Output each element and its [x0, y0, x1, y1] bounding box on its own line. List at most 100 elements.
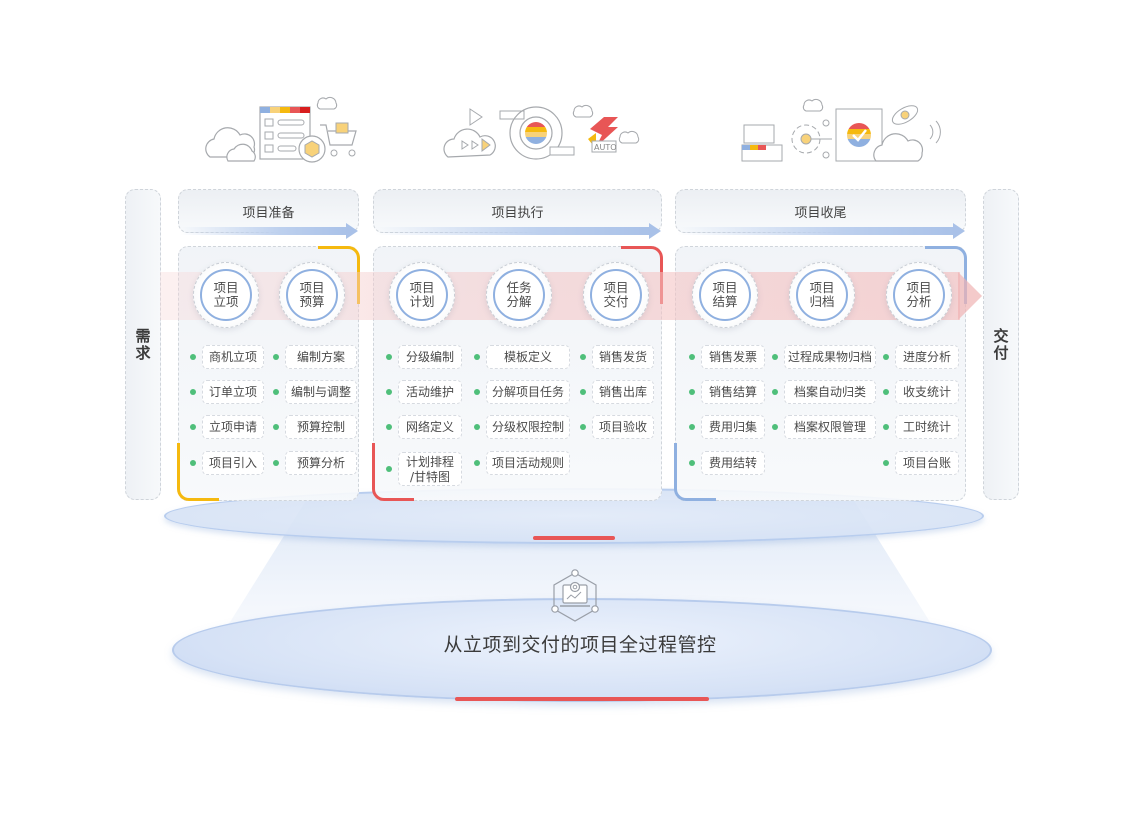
accent-corner [674, 443, 716, 501]
bullet-dot [689, 389, 695, 395]
bullet-dot [580, 424, 586, 430]
bullet-dot [689, 354, 695, 360]
feature-chip[interactable]: 项目引入 [190, 451, 264, 475]
feature-chip[interactable]: 活动维护 [386, 380, 462, 404]
feature-chip[interactable]: 预算控制 [273, 415, 357, 439]
gear-automation-illustration: AUTO [443, 104, 640, 160]
bullet-dot [386, 354, 392, 360]
feature-chip[interactable]: 进度分析 [883, 345, 959, 369]
feature-chip[interactable]: 分解项目任务 [474, 380, 570, 404]
bullet-dot [386, 424, 392, 430]
requirement-label: 需求 [133, 327, 152, 362]
feature-chip[interactable]: 编制与调整 [273, 380, 357, 404]
upper-disc-red-marker [533, 536, 615, 540]
bullet-dot [273, 460, 279, 466]
feature-chip[interactable]: 网络定义 [386, 415, 462, 439]
feature-chip[interactable]: 订单立项 [190, 380, 264, 404]
stage-title: 项目执行 [491, 205, 544, 221]
node-label: 项目归档 [809, 280, 835, 309]
node-label: 项目预算 [299, 280, 325, 309]
auto-badge: AUTO [594, 143, 617, 152]
bullet-dot [474, 460, 480, 466]
stage-title: 项目收尾 [794, 205, 847, 221]
stage-header-execution: 项目执行 [373, 189, 662, 233]
delivery-label: 交付 [991, 327, 1010, 362]
checklist-cart-illustration [205, 96, 357, 163]
feature-chip[interactable]: 计划排程/甘特图 [386, 452, 462, 486]
bullet-dot [689, 424, 695, 430]
base-platform-disc [172, 598, 992, 702]
node-label: 项目立项 [213, 280, 239, 309]
bullet-dot [474, 389, 480, 395]
stage-header-preparation: 项目准备 [178, 189, 359, 233]
feature-chip[interactable]: 分级权限控制 [474, 415, 570, 439]
node-project-archive[interactable]: 项目归档 [789, 262, 855, 328]
feature-chip[interactable]: 编制方案 [273, 345, 357, 369]
puzzle-check-illustration [741, 98, 941, 162]
diagram-title: 从立项到交付的项目全过程管控 [443, 634, 717, 656]
node-project-plan[interactable]: 项目计划 [389, 262, 455, 328]
accent-corner [372, 443, 414, 501]
feature-chip[interactable]: 销售发货 [580, 345, 654, 369]
bullet-dot [273, 424, 279, 430]
feature-chip[interactable]: 过程成果物归档 [772, 345, 876, 369]
feature-chip[interactable]: 项目活动规则 [474, 451, 570, 475]
bullet-dot [580, 354, 586, 360]
node-label: 项目计划 [409, 280, 435, 309]
feature-chip[interactable]: 销售结算 [689, 380, 765, 404]
feature-chip[interactable]: 项目台账 [883, 451, 959, 475]
feature-chip[interactable]: 立项申请 [190, 415, 264, 439]
bullet-dot [386, 466, 392, 472]
feature-chip[interactable]: 项目验收 [580, 415, 654, 439]
feature-chip[interactable]: 模板定义 [474, 345, 570, 369]
bullet-dot [474, 354, 480, 360]
base-disc-red-marker [455, 697, 709, 701]
bullet-dot [883, 389, 889, 395]
bullet-dot [883, 424, 889, 430]
bullet-dot [190, 389, 196, 395]
feature-chip[interactable]: 工时统计 [883, 415, 959, 439]
feature-chip[interactable]: 分级编制 [386, 345, 462, 369]
feature-chip[interactable]: 档案权限管理 [772, 415, 876, 439]
bullet-dot [190, 424, 196, 430]
feature-chip[interactable]: 销售出库 [580, 380, 654, 404]
node-project-settlement[interactable]: 项目结算 [692, 262, 758, 328]
node-project-budget[interactable]: 项目预算 [279, 262, 345, 328]
process-flow-arrowhead [958, 272, 982, 320]
bullet-dot [689, 460, 695, 466]
stage-arrow-execution [375, 223, 661, 239]
feature-chip[interactable]: 档案自动归类 [772, 380, 876, 404]
laptop-analytics-icon [551, 569, 599, 622]
node-project-initiation[interactable]: 项目立项 [193, 262, 259, 328]
node-project-delivery[interactable]: 项目交付 [583, 262, 649, 328]
bullet-dot [772, 424, 778, 430]
stage-arrow-preparation [180, 223, 358, 239]
bullet-dot [190, 460, 196, 466]
node-label: 项目交付 [603, 280, 629, 309]
node-label: 项目结算 [712, 280, 738, 309]
feature-chip[interactable]: 预算分析 [273, 451, 357, 475]
bullet-dot [190, 354, 196, 360]
feature-chip[interactable]: 费用归集 [689, 415, 765, 439]
requirement-pill: 需求 [125, 189, 161, 500]
feature-chip[interactable]: 销售发票 [689, 345, 765, 369]
feature-chip[interactable]: 收支统计 [883, 380, 959, 404]
bullet-dot [883, 460, 889, 466]
bullet-dot [580, 389, 586, 395]
bullet-dot [474, 424, 480, 430]
accent-corner [177, 443, 219, 501]
bullet-dot [273, 389, 279, 395]
feature-chip[interactable]: 费用结转 [689, 451, 765, 475]
node-label: 任务分解 [506, 280, 532, 309]
bullet-dot [772, 354, 778, 360]
node-label: 项目分析 [906, 280, 932, 309]
stage-title: 项目准备 [242, 205, 295, 221]
feature-chip[interactable]: 商机立项 [190, 345, 264, 369]
bullet-dot [772, 389, 778, 395]
delivery-pill: 交付 [983, 189, 1019, 500]
node-task-breakdown[interactable]: 任务分解 [486, 262, 552, 328]
bullet-dot [386, 389, 392, 395]
stage-arrow-closing [677, 223, 965, 239]
node-project-analysis[interactable]: 项目分析 [886, 262, 952, 328]
bullet-dot [883, 354, 889, 360]
